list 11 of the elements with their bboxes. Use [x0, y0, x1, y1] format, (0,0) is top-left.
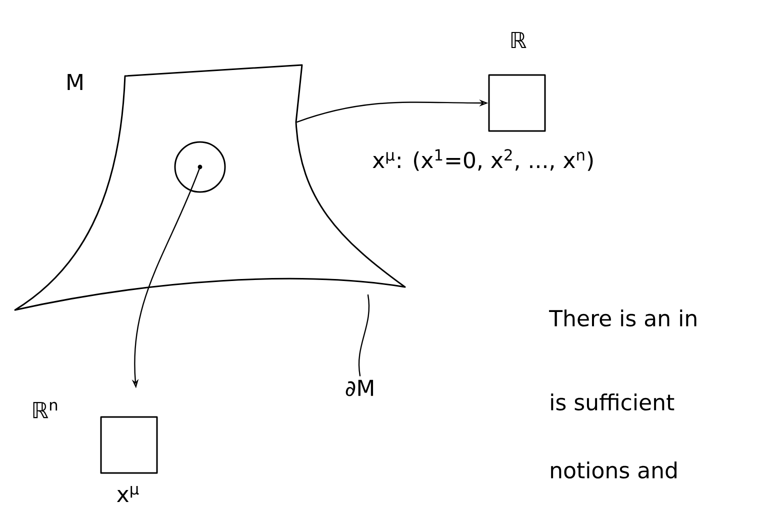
neighborhood-circle [174, 141, 226, 193]
coordinate-label: x$^{μ}$ [116, 486, 139, 502]
space-label: ℝ$^{n}$ [33, 402, 58, 418]
handwritten-note: is sufficient [551, 394, 674, 411]
manifold-label: M [68, 74, 82, 90]
handwritten-note: notions and [551, 462, 676, 479]
boundary-label: ∂M [346, 380, 374, 396]
handwritten-note: There is an in [549, 310, 696, 327]
leader-line [358, 294, 370, 376]
coordinate-label: x$^{μ}$: (x$^{1}$=0, x$^{2}$, ..., x$^{n}$) [372, 149, 593, 171]
space-label: ℝ [511, 32, 526, 48]
